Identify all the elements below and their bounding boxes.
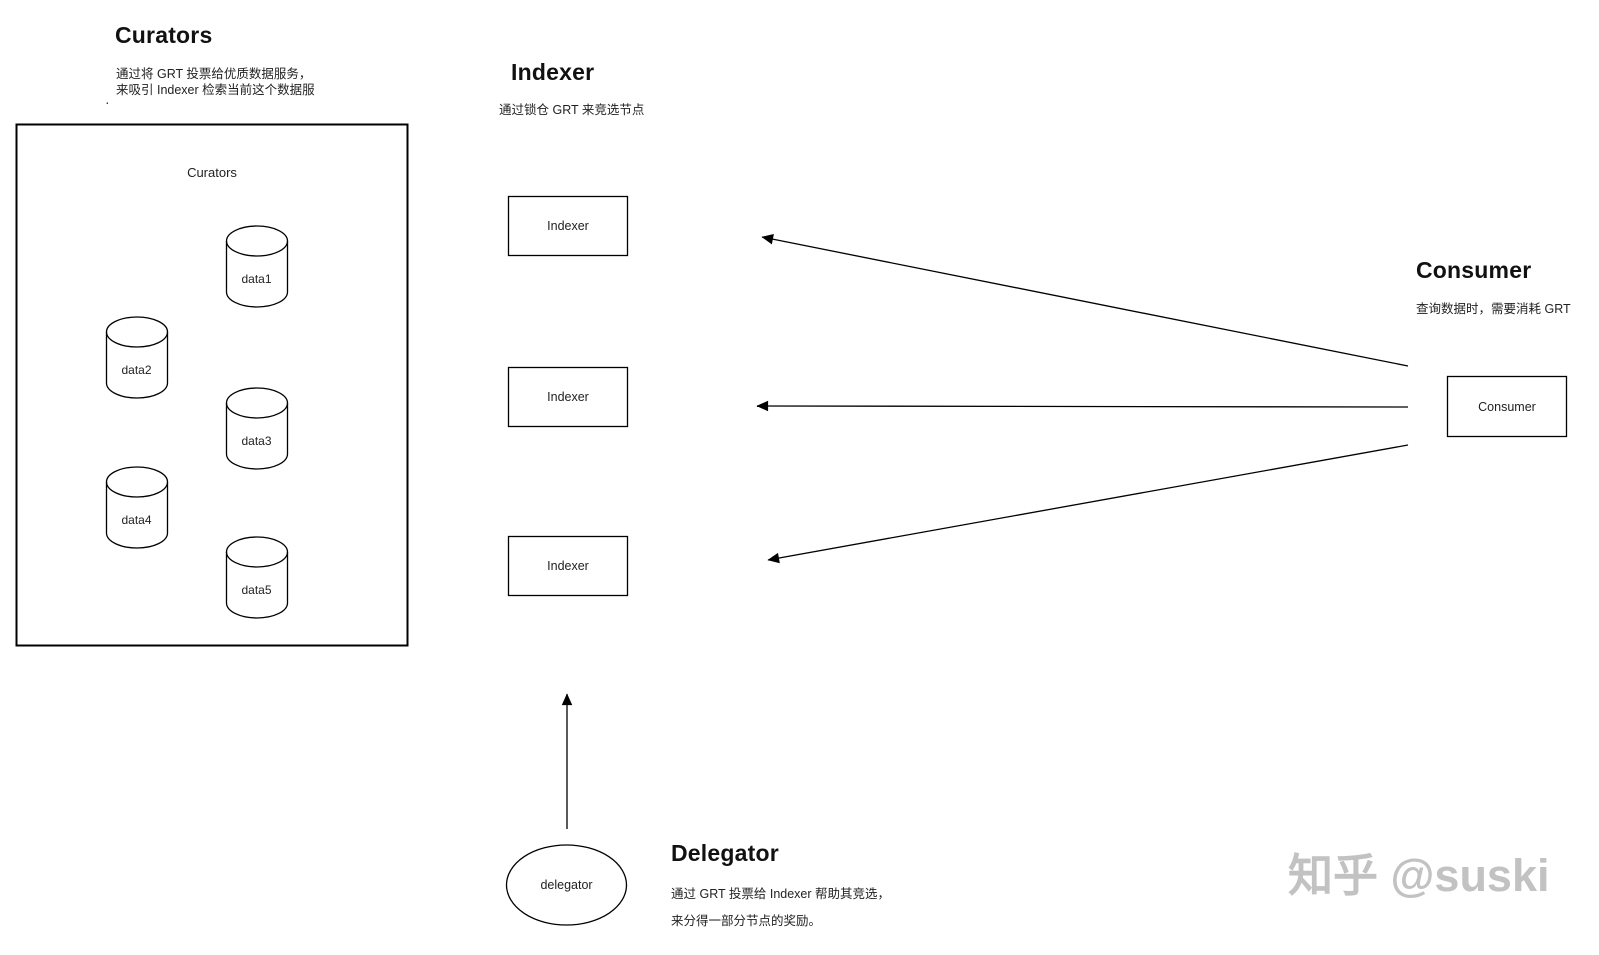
- curators-heading: Curators: [115, 22, 213, 48]
- consumer-node-label: Consumer: [1478, 399, 1536, 414]
- indexer-heading: Indexer: [511, 59, 595, 85]
- database-label-data4: data4: [121, 513, 152, 527]
- arrow-consumer-to-indexer-3: [767, 444, 1409, 564]
- indexer-description: 通过锁仓 GRT 来竞选节点: [499, 103, 645, 117]
- consumer-description: 查询数据时，需要消耗 GRT: [1416, 302, 1571, 316]
- database-cylinder-data2: [105, 316, 169, 399]
- indexer-node-label-1: Indexer: [547, 219, 589, 233]
- watermark-brand-logo: 知乎: [1288, 850, 1379, 901]
- delegator-ellipse: [505, 844, 628, 926]
- database-label-data3: data3: [241, 434, 272, 448]
- arrow-consumer-to-indexer-2: [756, 400, 1409, 412]
- database-cylinder-data1: [225, 225, 289, 308]
- indexer-node-box-1: [507, 195, 629, 257]
- delegator-node-label: delegator: [540, 878, 593, 892]
- database-label-data2: data2: [121, 363, 152, 377]
- curators-container-box: [15, 123, 409, 647]
- database-cylinder-data3: [225, 387, 289, 470]
- delegator-heading: Delegator: [671, 840, 779, 866]
- curators-description-truncation-mark: ·: [105, 94, 110, 110]
- curators-description-line-1: 通过将 GRT 投票给优质数据服务，: [116, 67, 312, 81]
- consumer-node-box: [1446, 375, 1568, 438]
- database-cylinder-data4: [105, 466, 169, 549]
- arrow-consumer-to-indexer-1: [761, 234, 1409, 367]
- indexer-node-label-3: Indexer: [547, 559, 589, 573]
- watermark-handle: @suski: [1390, 850, 1550, 901]
- delegator-description-line-1: 通过 GRT 投票给 Indexer 帮助其竞选，: [671, 887, 891, 901]
- indexer-node-box-2: [507, 366, 629, 428]
- database-label-data5: data5: [241, 583, 272, 597]
- curators-description-line-2: 来吸引 Indexer 检索当前这个数据服: [116, 83, 315, 97]
- curators-container-label: Curators: [187, 165, 237, 180]
- database-cylinder-data5: [225, 536, 289, 619]
- consumer-heading: Consumer: [1416, 257, 1532, 283]
- indexer-node-label-2: Indexer: [547, 390, 589, 404]
- delegator-description-line-2: 来分得一部分节点的奖励。: [671, 914, 822, 928]
- indexer-node-box-3: [507, 535, 629, 597]
- watermark: 知乎 @suski: [1288, 851, 1549, 901]
- database-label-data1: data1: [241, 272, 272, 286]
